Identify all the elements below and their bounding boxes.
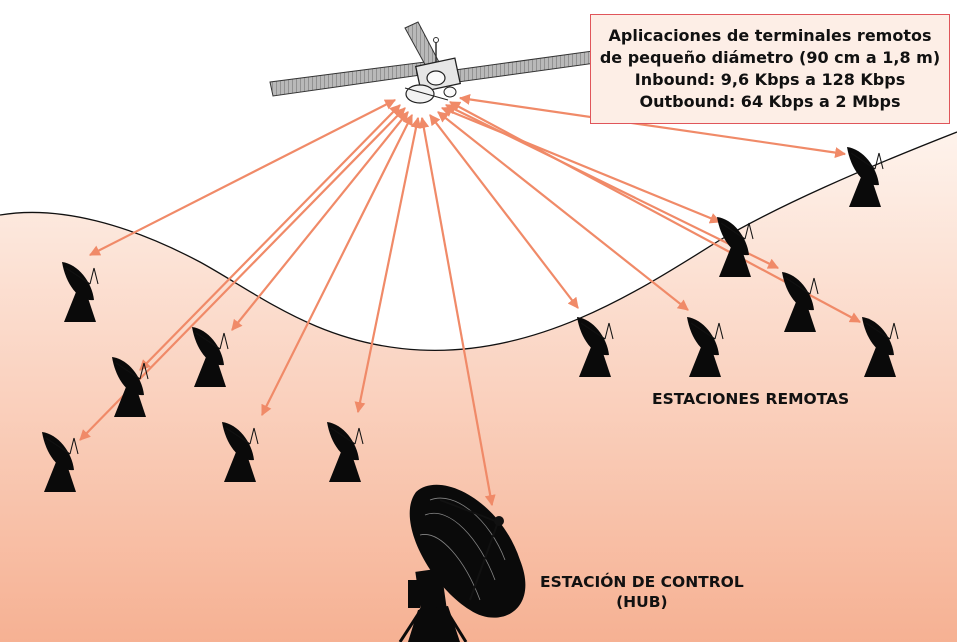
remote-station-antenna	[222, 422, 259, 482]
remote-station-antenna	[42, 432, 79, 492]
remote-station-antenna	[862, 317, 899, 377]
remote-station-antenna	[687, 317, 724, 377]
satellite	[269, 21, 604, 104]
link-arrows	[79, 93, 861, 507]
hub-station	[398, 484, 526, 642]
remote-station-antenna	[112, 357, 149, 417]
remote-station-antenna	[782, 272, 819, 332]
link-arrow	[458, 93, 847, 159]
remote-station-antenna	[62, 262, 99, 322]
specs-line-inbound: Inbound: 9,6 Kbps a 128 Kbps	[634, 70, 906, 89]
link-arrow	[437, 111, 689, 311]
remote-station-antenna	[847, 147, 884, 207]
hub-label-line2: (HUB)	[616, 593, 668, 611]
remote-station-antenna	[577, 317, 614, 377]
specs-line-diameter: de pequeño diámetro (90 cm a 1,8 m)	[599, 48, 941, 67]
remote-station-antenna	[192, 327, 229, 387]
hub-dish	[409, 484, 526, 618]
hub-mount	[398, 568, 468, 642]
solar-panel-right	[454, 49, 604, 83]
solar-panel-left	[269, 61, 429, 97]
remote-stations	[42, 147, 899, 492]
link-arrow	[89, 99, 396, 256]
hub-label: ESTACIÓN DE CONTROL (HUB)	[540, 572, 744, 612]
link-arrow	[440, 106, 722, 224]
remote-station-antenna	[327, 422, 364, 482]
remote-stations-label: ESTACIONES REMOTAS	[652, 390, 850, 408]
satellite-dish	[405, 84, 435, 104]
specs-line-outbound: Outbound: 64 Kbps a 2 Mbps	[639, 92, 901, 111]
link-arrow	[354, 116, 422, 414]
remote-station-antenna	[717, 217, 754, 277]
specs-line-applications: Aplicaciones de terminales remotos	[608, 26, 932, 45]
hub-label-line1: ESTACIÓN DE CONTROL	[540, 573, 744, 591]
specs-box: Aplicaciones de terminales remotos de pe…	[590, 14, 950, 124]
